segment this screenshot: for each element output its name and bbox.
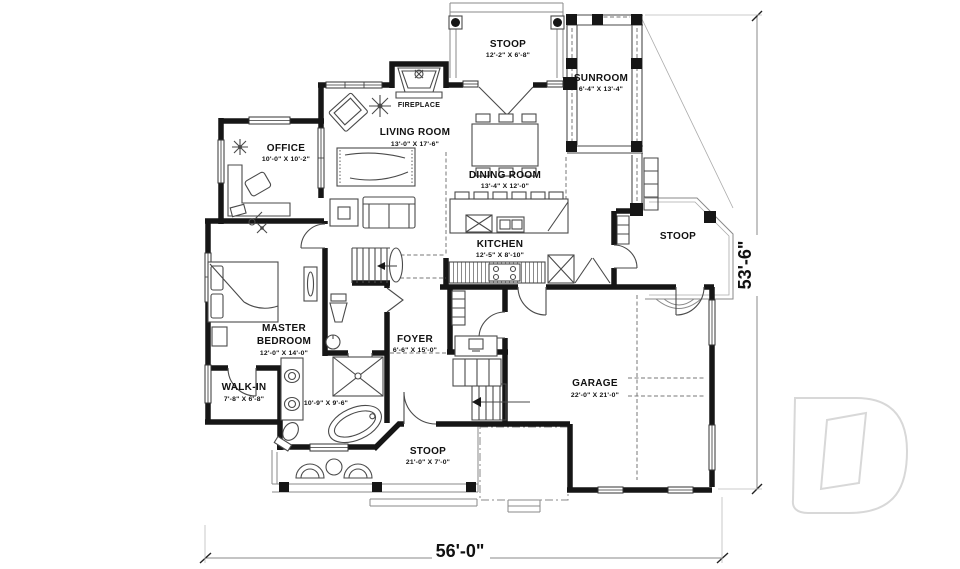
bath-dims: 10'-9" X 9'-6" [304,400,348,407]
dimension-lines [199,10,763,564]
plant-icon [256,222,268,234]
office-furniture [227,139,291,234]
office-label: OFFICE [267,143,305,154]
fireplace-structure [395,67,443,99]
kitchen-furniture [448,191,575,284]
wc-fixtures [325,293,348,350]
foyer-label: FOYER [397,334,433,345]
living-room-dims: 13'-0" X 17'-6" [391,141,439,148]
garage-pad [479,426,569,513]
stoop-right-label: STOOP [660,231,696,242]
overall-height-dimension: 53'-6" [735,241,755,290]
walk-in-dims: 7'-8" X 6'-8" [224,396,264,403]
porch-furniture [295,458,373,479]
master-bedroom-furniture [207,261,318,347]
watermark-logo [791,397,909,514]
garage-label: GARAGE [572,378,618,389]
room-labels: STOOP 12'-2" X 6'-8" SUNROOM 6'-4" X 13'… [222,39,696,466]
bottom-porch-structure [271,424,479,507]
stoop-top-label: STOOP [490,39,526,50]
mudroom-furniture [451,290,502,387]
windows [204,80,716,494]
stoop-bottom-label: STOOP [410,446,446,457]
master-bedroom-label-line1: MASTER [262,323,306,334]
dining-room-dims: 13'-4" X 12'-0" [481,183,529,190]
living-room-label: LIVING ROOM [380,127,451,138]
fireplace-label: FIREPLACE [398,102,440,109]
right-stoop-structure [640,16,734,309]
plant-icon [232,139,248,155]
walls [205,61,715,493]
dining-room-label: DINING ROOM [469,170,541,181]
garage-dims: 22'-0" X 21'-0" [571,392,619,399]
main-staircase [351,247,404,283]
ceiling-break-lines [390,152,706,480]
stoop-top-dims: 12'-2" X 6'-8" [486,52,530,59]
kitchen-label: KITCHEN [477,239,524,250]
sunroom-structure [563,14,659,245]
plant-icon [369,95,391,117]
living-room-furniture [328,92,416,229]
overall-dimensions: 56'-0" 53'-6" [436,241,755,561]
walk-in-label: WALK-IN [222,382,267,393]
sunroom-label: SUNROOM [574,73,628,84]
master-bedroom-dims: 12'-0" X 14'-0" [260,350,308,357]
master-bedroom-label-line2: BEDROOM [257,336,311,347]
bathroom-fixtures [273,356,384,452]
top-stoop-structure [448,2,565,78]
office-dims: 10'-0" X 10'-2" [262,156,310,163]
kitchen-dims: 12'-5" X 8'-10" [476,252,524,259]
basement-staircase [471,383,530,421]
sunroom-dims: 6'-4" X 13'-4" [579,86,623,93]
foyer-dims: 6'-6" X 15'-0" [393,347,437,354]
stoop-bottom-dims: 21'-0" X 7'-0" [406,459,450,466]
dining-furniture [471,113,539,177]
overall-width-dimension: 56'-0" [436,541,485,561]
